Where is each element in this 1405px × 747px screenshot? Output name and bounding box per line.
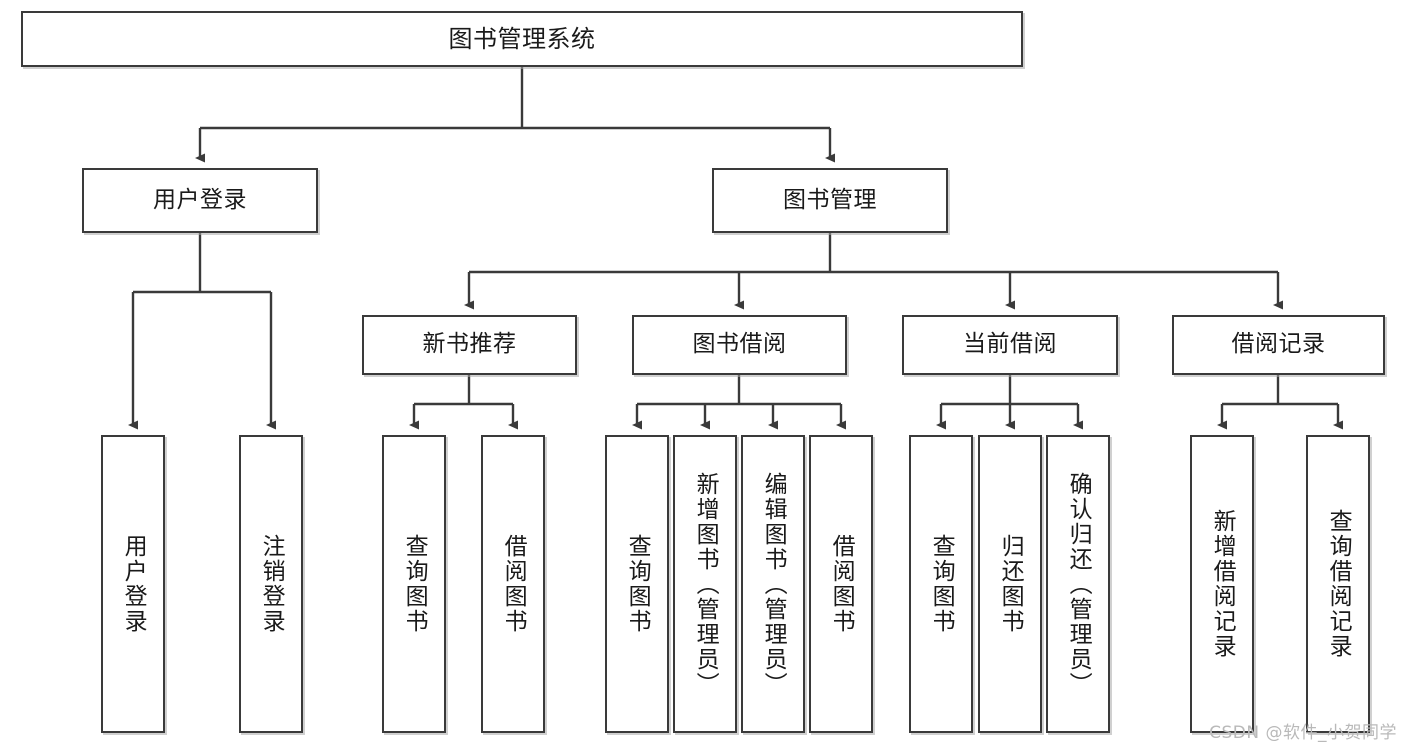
leaf-query-book-2[interactable]: 查询图书 (605, 435, 669, 733)
watermark-text: CSDN @软件_小贺同学 (1209, 723, 1397, 743)
leaf-query-borrow-record-label: 查询借阅记录 (1325, 509, 1352, 659)
leaf-add-borrow-record-label: 新增借阅记录 (1209, 509, 1236, 659)
leaf-logout[interactable]: 注销登录 (239, 435, 303, 733)
node-current-borrow[interactable]: 当前借阅 (902, 315, 1118, 375)
leaf-query-book-3[interactable]: 查询图书 (909, 435, 973, 733)
leaf-add-book-admin-label: 新增图书（管理员） (692, 471, 719, 697)
node-current-borrow-label: 当前借阅 (963, 331, 1057, 358)
leaf-confirm-return-admin[interactable]: 确认归还（管理员） (1046, 435, 1110, 733)
leaf-query-book-2-label: 查询图书 (624, 534, 651, 634)
leaf-query-book-1[interactable]: 查询图书 (382, 435, 446, 733)
node-root[interactable]: 图书管理系统 (21, 11, 1023, 67)
node-book-borrow[interactable]: 图书借阅 (632, 315, 847, 375)
leaf-user-login[interactable]: 用户登录 (101, 435, 165, 733)
leaf-borrow-book-1[interactable]: 借阅图书 (481, 435, 545, 733)
node-root-label: 图书管理系统 (448, 24, 596, 53)
leaf-query-borrow-record[interactable]: 查询借阅记录 (1306, 435, 1370, 733)
node-borrow-record-label: 借阅记录 (1231, 331, 1326, 358)
leaf-borrow-book-2[interactable]: 借阅图书 (809, 435, 873, 733)
node-book-management-label: 图书管理 (783, 186, 877, 213)
leaf-borrow-book-2-label: 借阅图书 (828, 534, 855, 634)
node-borrow-record[interactable]: 借阅记录 (1172, 315, 1385, 375)
leaf-user-login-label: 用户登录 (120, 534, 147, 634)
leaf-logout-label: 注销登录 (258, 534, 285, 634)
leaf-return-book-label: 归还图书 (997, 534, 1024, 634)
node-book-borrow-label: 图书借阅 (692, 331, 787, 358)
leaf-add-borrow-record[interactable]: 新增借阅记录 (1190, 435, 1254, 733)
node-user-login-label: 用户登录 (153, 186, 247, 213)
leaf-query-book-3-label: 查询图书 (928, 534, 955, 634)
leaf-query-book-1-label: 查询图书 (401, 534, 428, 634)
leaf-confirm-return-admin-label: 确认归还（管理员） (1065, 471, 1092, 697)
leaf-add-book-admin[interactable]: 新增图书（管理员） (673, 435, 737, 733)
leaf-borrow-book-1-label: 借阅图书 (500, 534, 527, 634)
leaf-return-book[interactable]: 归还图书 (978, 435, 1042, 733)
node-user-login[interactable]: 用户登录 (82, 168, 318, 233)
node-new-book-recommend[interactable]: 新书推荐 (362, 315, 577, 375)
node-new-book-recommend-label: 新书推荐 (422, 331, 517, 358)
leaf-edit-book-admin[interactable]: 编辑图书（管理员） (741, 435, 805, 733)
leaf-edit-book-admin-label: 编辑图书（管理员） (760, 471, 787, 697)
node-book-management[interactable]: 图书管理 (712, 168, 948, 233)
